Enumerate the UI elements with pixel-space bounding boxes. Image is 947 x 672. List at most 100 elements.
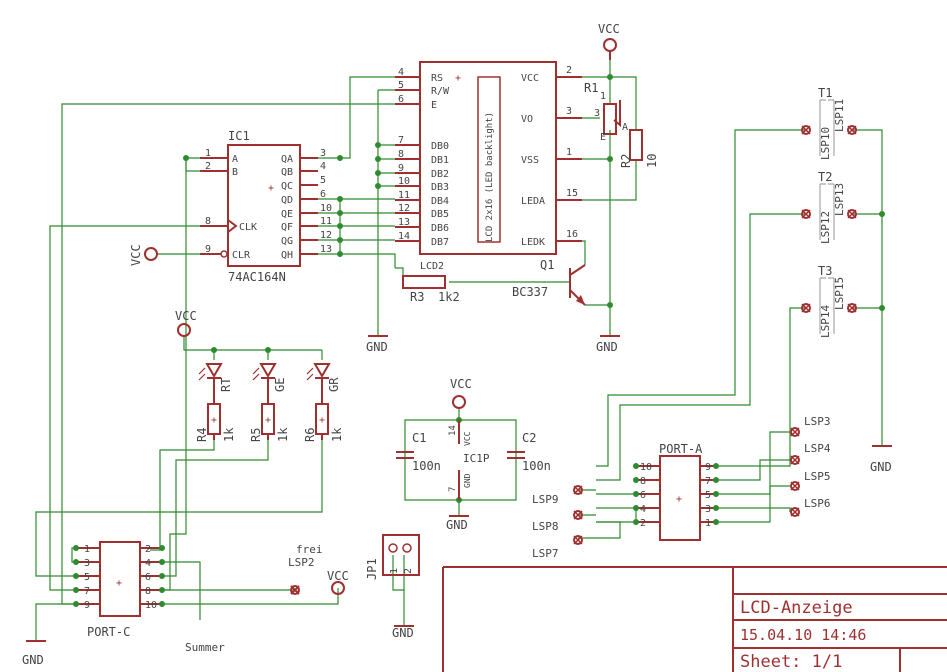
q1-transistor[interactable]: Q1 BC337 [512,258,586,306]
ic1-pin-num: 2 [205,161,211,172]
led-resistor-value: 1k [330,427,344,442]
led-label: GR [327,377,341,392]
r2-value: 10 [645,154,659,168]
capacitors: C1 100n C2 100n IC1P 14 VCC 7 GND [396,420,551,500]
port-a-pin: 10 [640,462,652,473]
taster-label: LSP13 [833,183,846,216]
wires [35,60,883,640]
ic1-pin-num: 3 [320,148,326,159]
port-a-pin: 2 [640,518,646,529]
led-resistor-name: R4 [195,428,209,442]
svg-text:+: + [265,415,271,426]
led-label: GE [273,378,287,392]
taster-label: LSP10 [819,127,832,160]
ic1-pin-num: 13 [320,244,332,255]
pad-lsp6: LSP6 [790,497,831,517]
ic1-pin-label: QF [281,222,293,233]
lcd-pin-label: VCC [521,73,539,84]
svg-text:LSP4: LSP4 [804,442,831,455]
port-a-pin: 3 [705,504,711,515]
lcd-pin-label: R/W [431,86,450,97]
gnd-caps: GND [446,515,469,532]
taster-name: T1 [818,86,832,100]
vcc-ic1p: VCC [450,377,472,409]
r2-resistor[interactable]: R2 10 [619,129,659,168]
vcc-portc: VCC [327,569,349,595]
led: GR [306,363,341,404]
lcd-pin-label: DB1 [431,155,449,166]
jp1-jumper[interactable]: JP1 1 2 [365,534,420,580]
port-c-pin: 2 [145,544,151,555]
pad-lsp2: frei LSP2 [288,543,323,595]
pad-lsp7: LSP7 [532,535,583,560]
lcd-pin-label: RS [431,73,443,84]
lcd-pin-num: 15 [566,188,578,199]
led-resistor-value: 1k [222,427,236,442]
led: RT [198,363,233,404]
lcd-pin-label: DB0 [431,141,449,152]
svg-text:+: + [455,73,461,84]
gnd-jp1: GND [392,625,414,640]
lcd-pin-num: 1 [566,147,572,158]
svg-text:+: + [676,494,682,505]
ic1-pin-num: 9 [205,244,211,255]
lcd-pin-num: 4 [398,67,404,78]
svg-text:LSP8: LSP8 [532,520,559,533]
gnd-symbols: GND GND GND GND GND GND [22,335,892,667]
title-text: LCD-Anzeige [740,598,853,618]
title-block: LCD-Anzeige 15.04.10 14:46 Sheet: 1/1 [442,566,947,672]
port-c-pin: 10 [145,600,157,611]
ic1-pin-label: CLR [232,250,251,261]
c2: C2 100n [507,431,551,473]
ic1-part: 74AC164N [228,270,286,284]
port-a-pin: 9 [705,462,711,473]
lcd-pin-num: 2 [566,65,572,76]
ic1-pin-label: B [232,167,238,178]
q1-part: BC337 [512,285,548,299]
port-c-pin: 3 [84,558,90,569]
ic1-pin-num: 4 [320,161,326,172]
port-c-name: PORT-C [87,625,130,639]
c1: C1 100n [396,431,441,473]
gnd-q1: GND [596,335,620,354]
summer-label: Summer [185,641,225,654]
ic1-pin-num: 8 [205,216,211,227]
lcd-pin-label: DB5 [431,209,449,220]
port-c-pin: 9 [84,600,90,611]
ic1-pin-label: CLK [239,222,257,233]
r1-potentiometer[interactable]: R1 3 1 E A [584,81,628,143]
lcd-pin-num: 3 [566,106,572,117]
svg-text:+: + [211,415,217,426]
svg-text:C1: C1 [412,431,426,445]
lcd-pin-num: 14 [398,231,410,242]
svg-text:2: 2 [403,568,414,574]
lcd-module[interactable]: LCD 2x16 (LED backlight) + LCD2 4RS5R/W6… [395,61,582,272]
svg-text:C2: C2 [522,431,536,445]
lcd-pin-label: DB4 [431,196,449,207]
pad-lsp5: LSP5 [790,470,831,491]
lcd-pin-num: 12 [398,203,410,214]
svg-text:7: 7 [448,487,458,492]
svg-text:LSP5: LSP5 [804,470,831,483]
pad-lsp9: LSP9 [532,485,583,506]
port-a-pin: 5 [705,490,711,501]
r1-name: R1 [584,81,598,95]
r3-resistor[interactable]: R3 1k2 [402,275,460,304]
taster-label: LSP14 [819,305,832,338]
lcd-name: LCD2 [420,261,444,272]
svg-text:LSP6: LSP6 [804,497,831,510]
svg-text:+: + [319,415,325,426]
taster-name: T3 [818,264,832,278]
ic1-pin-label: QE [281,209,293,220]
lcd-pin-num: 7 [398,135,404,146]
vcc-clr: VCC [129,244,158,266]
lcd-pin-label: DB6 [431,223,449,234]
ic1-pin-label: QC [281,181,293,192]
svg-text:100n: 100n [522,459,551,473]
pad-lsp3: LSP3 [790,415,831,437]
